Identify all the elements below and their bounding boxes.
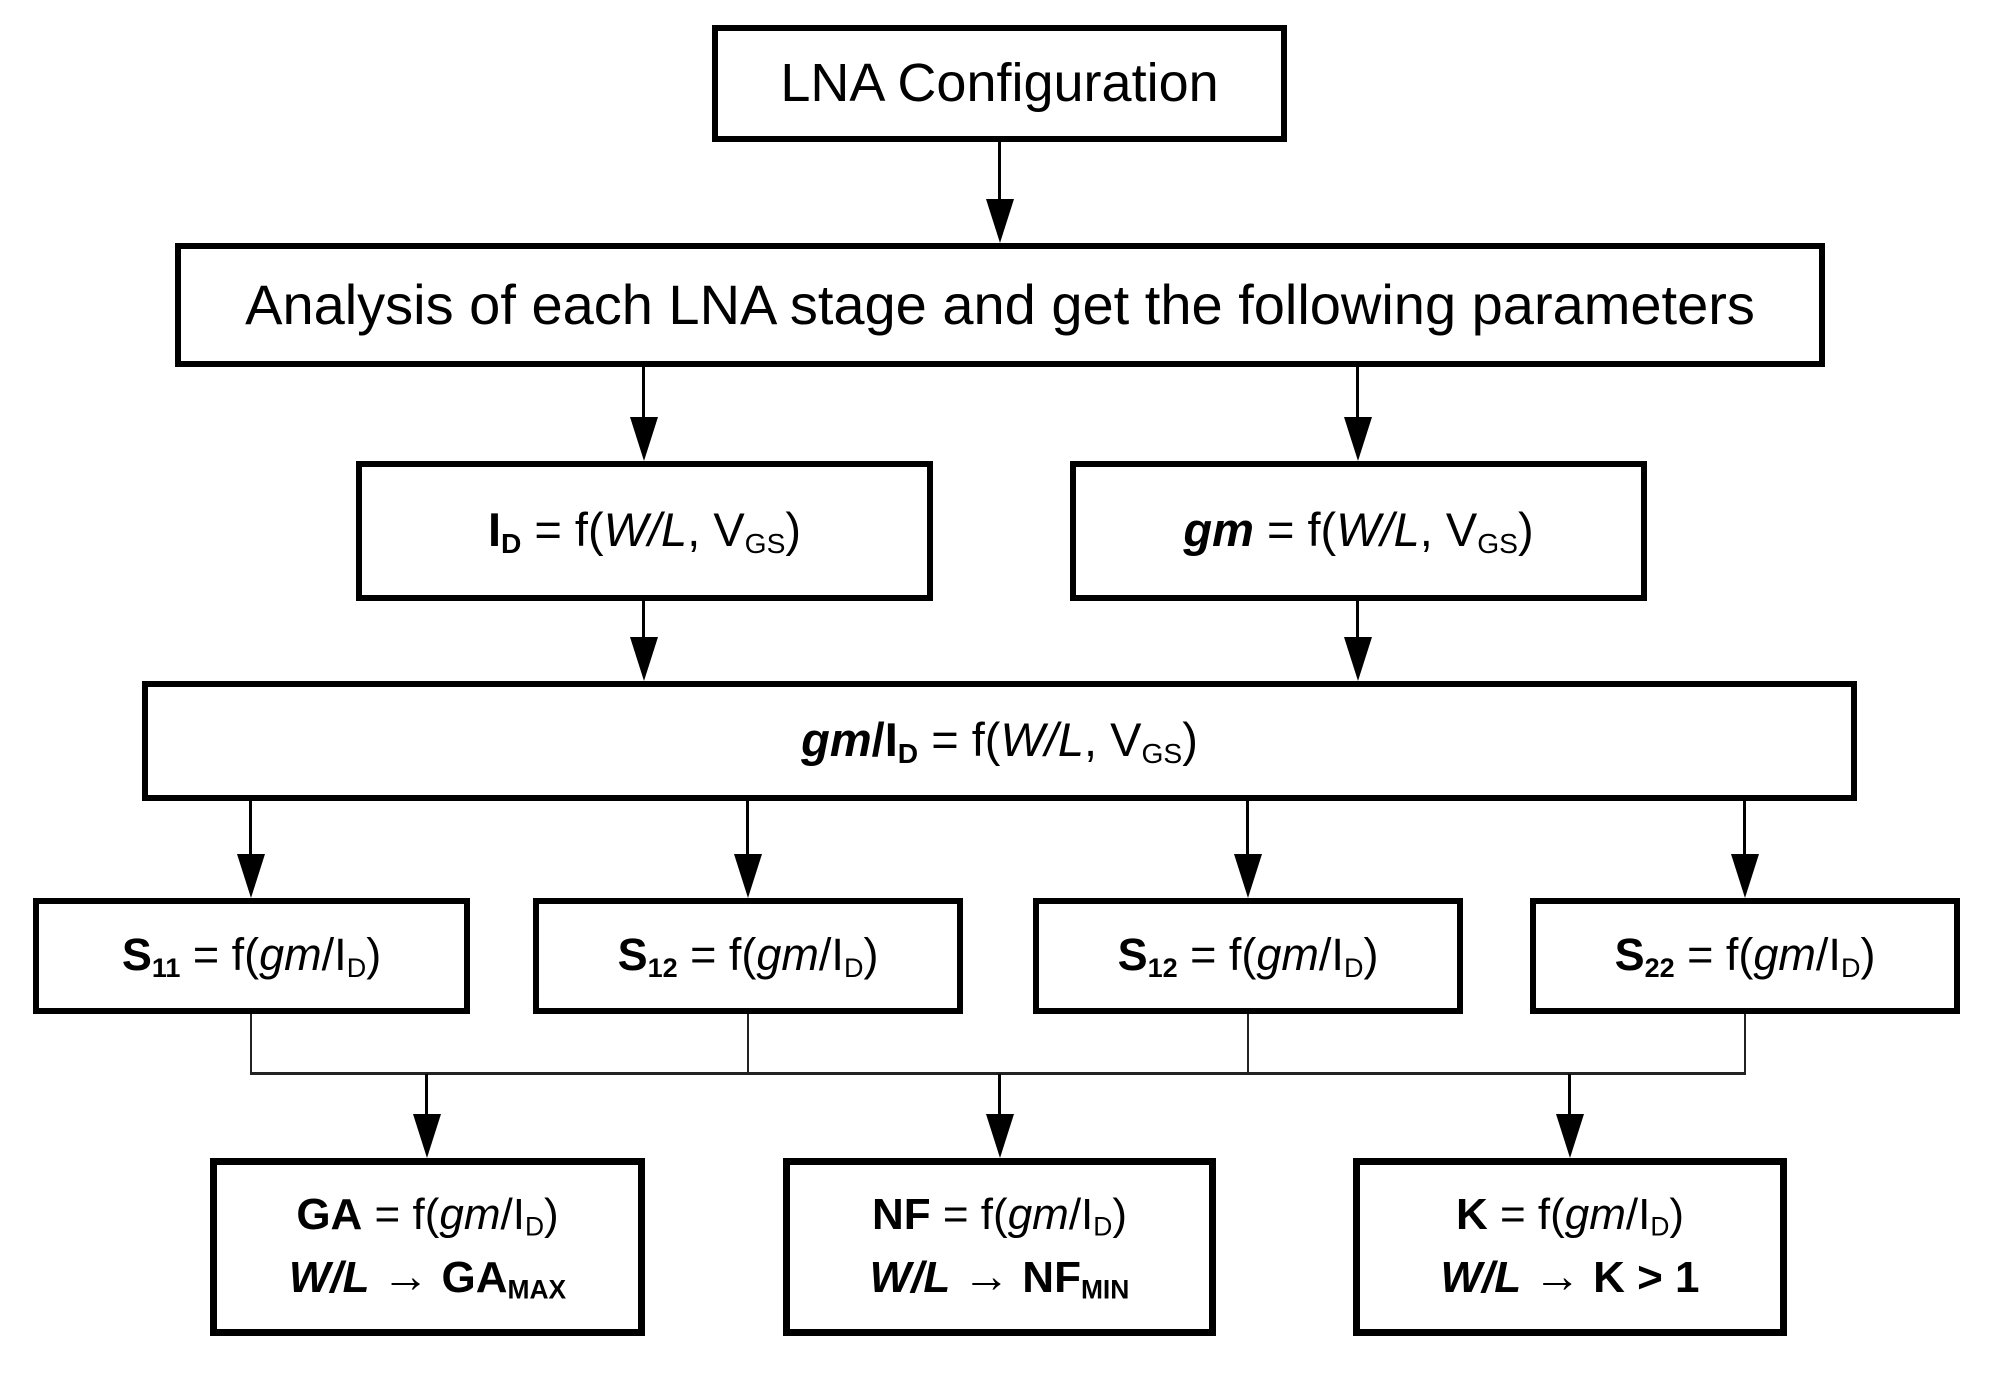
node-s12-b-formula: S12 = f(gm/ID) xyxy=(1117,928,1379,983)
arrow-gmid-to-s12b-stem xyxy=(1246,801,1249,857)
arrow-config-to-analysis-stem xyxy=(998,142,1001,202)
arrow-bus-to-k-stem xyxy=(1568,1074,1571,1116)
arrow-id-to-gmid-stem xyxy=(642,601,645,641)
connector-s12b-to-bus xyxy=(1247,1014,1249,1074)
node-ga-formula-line2: W/L → GAMAX xyxy=(288,1249,567,1305)
node-nf-equation: NF = f(gm/ID) W/L → NFMIN xyxy=(783,1158,1216,1336)
node-nf-formula-line1: NF = f(gm/ID) xyxy=(872,1189,1127,1242)
arrow-bus-to-nf-stem xyxy=(998,1074,1001,1116)
node-nf-formula-line2: W/L → NFMIN xyxy=(869,1249,1130,1305)
node-s12-equation-b: S12 = f(gm/ID) xyxy=(1033,898,1463,1014)
node-s12-a-formula: S12 = f(gm/ID) xyxy=(617,928,879,983)
node-s11-equation: S11 = f(gm/ID) xyxy=(33,898,470,1014)
arrow-gmid-to-s12b-head-icon xyxy=(1234,854,1262,898)
arrow-gmid-to-s12a-stem xyxy=(746,801,749,857)
node-lna-configuration: LNA Configuration xyxy=(712,25,1287,142)
node-analysis-step-label: Analysis of each LNA stage and get the f… xyxy=(245,272,1755,336)
node-k-equation: K = f(gm/ID) W/L → K > 1 xyxy=(1353,1158,1787,1336)
connector-s22-to-bus xyxy=(1744,1014,1746,1074)
node-id-equation-formula: ID = f(W/L, VGS) xyxy=(487,502,802,559)
arrow-bus-to-k-head-icon xyxy=(1556,1114,1584,1158)
arrow-id-to-gmid-head-icon xyxy=(630,637,658,681)
node-lna-configuration-label: LNA Configuration xyxy=(780,52,1219,113)
connector-s11-to-bus xyxy=(250,1014,252,1074)
arrow-gmid-to-s22-stem xyxy=(1743,801,1746,857)
arrow-gmid-to-s11-head-icon xyxy=(237,854,265,898)
arrow-gm-to-gmid-stem xyxy=(1356,601,1359,641)
node-analysis-step: Analysis of each LNA stage and get the f… xyxy=(175,243,1825,367)
node-s12-equation-a: S12 = f(gm/ID) xyxy=(533,898,963,1014)
arrow-gm-to-gmid-head-icon xyxy=(1344,637,1372,681)
node-gm-equation-formula: gm = f(W/L, VGS) xyxy=(1183,502,1534,559)
arrow-bus-to-nf-head-icon xyxy=(986,1114,1014,1158)
arrow-config-to-analysis-head-icon xyxy=(986,199,1014,243)
arrow-analysis-to-gm-stem xyxy=(1356,367,1359,419)
node-ga-formula-line1: GA = f(gm/ID) xyxy=(296,1189,559,1242)
arrow-analysis-to-id-head-icon xyxy=(630,417,658,461)
arrow-analysis-to-id-stem xyxy=(642,367,645,419)
connector-bus-line xyxy=(250,1072,1746,1075)
connector-s12a-to-bus xyxy=(747,1014,749,1074)
arrow-gmid-to-s11-stem xyxy=(249,801,252,857)
arrow-bus-to-ga-stem xyxy=(425,1074,428,1116)
arrow-analysis-to-gm-head-icon xyxy=(1344,417,1372,461)
node-k-formula-line2: W/L → K > 1 xyxy=(1440,1249,1700,1303)
node-ga-equation: GA = f(gm/ID) W/L → GAMAX xyxy=(210,1158,645,1336)
node-s22-formula: S22 = f(gm/ID) xyxy=(1614,928,1876,983)
node-id-equation: ID = f(W/L, VGS) xyxy=(356,461,933,601)
arrow-gmid-to-s22-head-icon xyxy=(1731,854,1759,898)
node-k-formula-line1: K = f(gm/ID) xyxy=(1455,1190,1685,1242)
node-s11-formula: S11 = f(gm/ID) xyxy=(121,928,382,983)
arrow-bus-to-ga-head-icon xyxy=(413,1114,441,1158)
arrow-gmid-to-s12a-head-icon xyxy=(734,854,762,898)
node-gm-over-id-equation: gm/ID = f(W/L, VGS) xyxy=(142,681,1857,801)
node-gm-over-id-formula: gm/ID = f(W/L, VGS) xyxy=(801,712,1198,769)
node-s22-equation: S22 = f(gm/ID) xyxy=(1530,898,1960,1014)
node-gm-equation: gm = f(W/L, VGS) xyxy=(1070,461,1647,601)
